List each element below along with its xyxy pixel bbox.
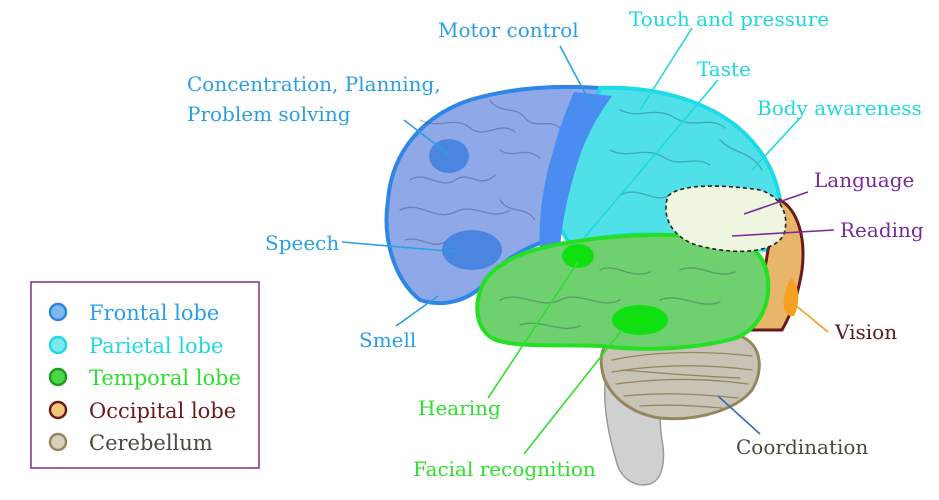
legend-item-temporal: Temporal lobe (48, 366, 241, 390)
legend-item-occipital: Occipital lobe (48, 399, 236, 423)
label-language: Language (814, 168, 914, 192)
motor-cortex-strip (539, 92, 612, 250)
legend: Frontal lobe Parietal lobe Temporal lobe… (30, 281, 260, 469)
label-vision: Vision (834, 320, 897, 344)
label-concentration-line1: Concentration, Planning, (187, 72, 441, 96)
leader-reading (731, 229, 835, 237)
label-concentration-line2: Problem solving (187, 102, 351, 126)
leader-body-awareness (751, 117, 801, 171)
cerebellum-folds (611, 351, 753, 409)
legend-frontal-swatch (48, 302, 68, 322)
leader-speech (341, 241, 459, 253)
label-reading: Reading (840, 218, 924, 242)
leader-taste (583, 79, 719, 239)
leader-lines (341, 27, 835, 455)
label-coordination: Coordination (736, 435, 868, 459)
label-taste: Taste (697, 57, 751, 81)
label-motor-control: Motor control (438, 18, 579, 42)
legend-cerebellum-swatch (48, 432, 68, 452)
legend-occipital-swatch (48, 400, 68, 420)
leader-touch-pressure (639, 27, 693, 111)
hearing-area (562, 244, 594, 268)
leader-language (743, 191, 809, 215)
speech-area (442, 230, 502, 270)
label-body-awareness: Body awareness (757, 96, 922, 120)
temporal-lobe-region (475, 232, 771, 351)
leader-vision (793, 303, 829, 333)
legend-item-cerebellum: Cerebellum (48, 431, 213, 455)
legend-parietal-swatch (48, 335, 68, 355)
legend-box (30, 281, 260, 469)
label-smell: Smell (359, 328, 416, 352)
leader-coordination (717, 395, 761, 435)
legend-parietal-label: Parietal lobe (89, 334, 223, 358)
leader-hearing (487, 261, 579, 399)
label-hearing: Hearing (418, 396, 501, 420)
brain-folds (399, 99, 763, 329)
legend-cerebellum-label: Cerebellum (89, 431, 213, 455)
leader-concentration (403, 119, 449, 155)
label-facial-recognition: Facial recognition (413, 457, 596, 481)
legend-temporal-label: Temporal lobe (89, 366, 241, 390)
leader-smell (395, 295, 439, 327)
legend-temporal-swatch (48, 367, 68, 387)
label-speech: Speech (265, 231, 339, 255)
legend-frontal-label: Frontal lobe (89, 301, 219, 325)
legend-item-parietal: Parietal lobe (48, 334, 223, 358)
leader-facial-recognition (523, 329, 623, 455)
label-touch-pressure: Touch and pressure (629, 7, 829, 31)
legend-occipital-label: Occipital lobe (89, 399, 236, 423)
facial-recognition-area (612, 305, 668, 335)
legend-item-frontal: Frontal lobe (48, 301, 219, 325)
vision-area (783, 278, 799, 317)
leader-motor-control (559, 45, 594, 109)
